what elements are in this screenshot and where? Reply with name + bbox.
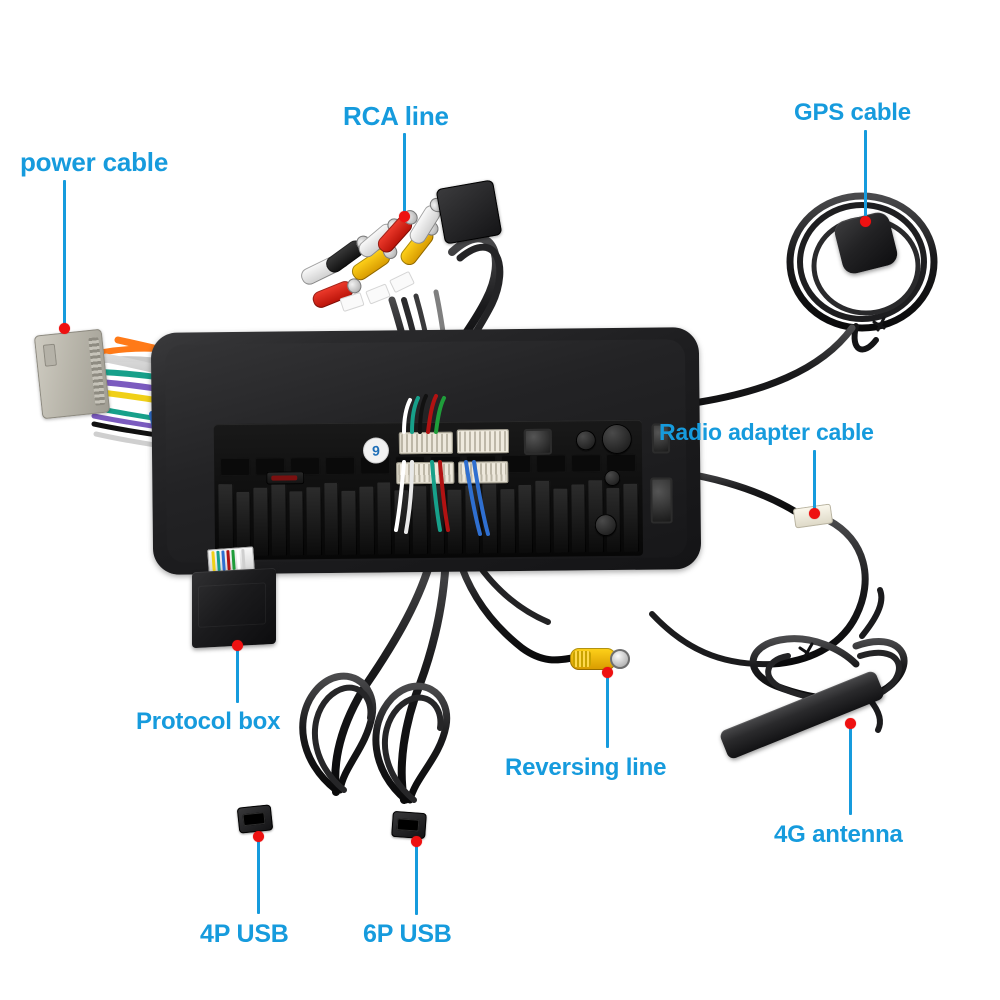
marker-protocol-box — [232, 640, 243, 651]
connector-block-d[interactable] — [458, 461, 509, 484]
label-power-cable: power cable — [20, 147, 169, 177]
marker-radio-adapter-cable — [809, 508, 820, 519]
unit-badge-sticker: 9 — [363, 438, 389, 463]
connector-block-a[interactable] — [398, 431, 454, 455]
usb-6p-connector[interactable] — [391, 810, 427, 840]
label-gps-cable: GPS cable — [794, 99, 911, 126]
label-4p-usb: 4P USB — [200, 920, 289, 948]
usb-4p-connector[interactable] — [236, 804, 274, 834]
leader-reversing-line — [606, 674, 609, 748]
reversing-line-plug[interactable] — [570, 648, 630, 670]
marker-4p-usb — [253, 831, 264, 842]
rca-label-tag-3 — [390, 272, 414, 292]
label-rca-line: RCA line — [343, 101, 449, 131]
marker-reversing-line — [602, 667, 613, 678]
label-protocol-box: Protocol box — [136, 708, 281, 735]
leader-4p-usb — [257, 838, 260, 914]
antenna-4g-body[interactable] — [718, 669, 886, 761]
label-4g-antenna: 4G antenna — [774, 821, 903, 848]
rca-label-tag-2 — [366, 284, 390, 304]
label-radio-adapter-cable: Radio adapter cable — [659, 419, 874, 445]
head-unit-rear: 9 — [150, 327, 702, 575]
label-reversing-line: Reversing line — [505, 754, 667, 781]
mic-port[interactable] — [594, 514, 617, 537]
antenna-port[interactable] — [601, 423, 633, 455]
leader-4g-antenna — [849, 725, 852, 815]
leader-radio-adapter-cable — [813, 450, 816, 512]
label-6p-usb: 6P USB — [363, 920, 452, 948]
square-port[interactable] — [523, 428, 553, 455]
marker-4g-antenna — [845, 718, 856, 729]
reset-switch[interactable] — [266, 471, 305, 485]
rca-black-housing[interactable] — [435, 179, 503, 245]
marker-rca-line — [399, 211, 410, 222]
leader-protocol-box — [236, 647, 239, 703]
connector-block-b[interactable] — [456, 429, 510, 454]
marker-6p-usb — [411, 836, 422, 847]
heatsink-fins — [218, 478, 640, 557]
protocol-box-body[interactable] — [192, 567, 276, 649]
marker-gps-cable — [860, 216, 871, 227]
leader-6p-usb — [415, 843, 418, 915]
aux-port[interactable] — [604, 469, 621, 487]
bracket-slot-bottom — [650, 477, 673, 524]
marker-power-cable — [59, 323, 70, 334]
leader-gps-cable — [864, 130, 867, 220]
power-cable-connector[interactable] — [33, 328, 111, 420]
leader-power-cable — [63, 180, 66, 328]
leader-rca-line — [403, 133, 406, 215]
connector-block-c[interactable] — [396, 461, 455, 485]
knob-port[interactable] — [575, 430, 597, 451]
